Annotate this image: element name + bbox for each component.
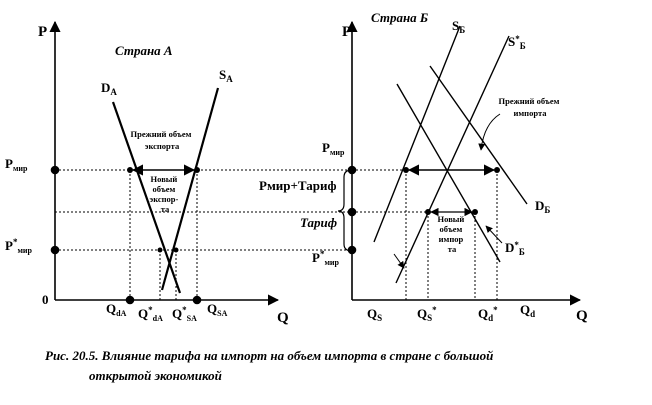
- left-supply-curve: [160, 87, 220, 291]
- left-title: Страна А: [115, 43, 173, 58]
- right-demand-curve: [429, 65, 528, 205]
- right-supply-pworld-point: [403, 167, 409, 173]
- right-pworld-new-axis-point: [347, 245, 357, 255]
- left-pworld-label: Pмир: [5, 156, 28, 173]
- left-qsa-label: QSA: [207, 301, 228, 318]
- right-pworld-new-label: P*мир: [312, 249, 340, 267]
- right-old-import-pointer: [478, 113, 501, 151]
- right-demand-label: DБ: [535, 198, 550, 215]
- left-old-export-note: Прежний объем экспорта: [130, 129, 193, 151]
- right-supply-new-label: S*Б: [508, 34, 526, 51]
- left-qda-axis-point: [125, 295, 135, 305]
- right-demand-new-pointer: [485, 225, 503, 244]
- right-tariff-axis-point: [347, 207, 357, 217]
- left-demand-new-point: [157, 247, 163, 253]
- figure-caption-line2: открытой экономикой: [89, 368, 222, 383]
- right-supply-curve: [373, 25, 461, 243]
- left-panel: P Q 0 Страна А DA SA Pмир P*мир QdA: [5, 20, 289, 326]
- left-demand-label: DA: [101, 80, 117, 97]
- left-demand-pworld-point: [127, 167, 133, 173]
- left-demand-curve: [111, 101, 182, 294]
- right-old-import-note: Прежний объем импорта: [498, 96, 561, 118]
- right-q-axis-label: Q: [576, 308, 588, 324]
- left-qda-new-label: Q*dA: [138, 305, 163, 323]
- middle-labels: Pмир+Тариф Тариф: [55, 169, 353, 252]
- left-origin-label: 0: [42, 292, 49, 307]
- left-qsa-new-label: Q*SA: [172, 305, 197, 323]
- left-qda-label: QdA: [106, 301, 127, 318]
- right-title: Страна Б: [371, 10, 428, 25]
- figure-caption-line1: Рис. 20.5. Влияние тарифа на импорт на о…: [45, 348, 493, 363]
- right-supply-new-curve: [395, 35, 510, 284]
- price-plus-tariff-label: Pмир+Тариф: [259, 178, 337, 193]
- left-qsa-axis-point: [192, 295, 202, 305]
- right-panel: P Q Страна Б SБ S*Б DБ D*: [312, 10, 588, 324]
- left-pworld-new-label: P*мир: [5, 237, 33, 255]
- left-q-axis-label: Q: [277, 310, 289, 326]
- left-pworld-new-axis-point: [50, 245, 60, 255]
- right-qs-pointer: [393, 253, 405, 269]
- right-qs-label: QS: [367, 306, 382, 323]
- right-demand-pworld-point: [494, 167, 500, 173]
- left-supply-label: SA: [219, 67, 233, 84]
- left-new-export-note: Новый объем экспор- та: [150, 174, 181, 214]
- right-pworld-label: Pмир: [322, 140, 345, 157]
- right-supply-tariff-point: [425, 209, 431, 215]
- right-demand-tariff-point: [472, 209, 478, 215]
- right-pworld-axis-point: [347, 165, 357, 175]
- left-p-axis-label: P: [38, 24, 47, 40]
- right-qd-label: Qd: [520, 302, 535, 319]
- right-qd-new-label: Qd*: [478, 305, 498, 323]
- right-qs-new-label: QS*: [417, 305, 437, 323]
- right-supply-label: SБ: [452, 18, 465, 35]
- tariff-brace: [337, 169, 353, 252]
- tariff-label: Тариф: [300, 215, 337, 230]
- right-p-axis-label: P: [342, 24, 351, 40]
- right-new-import-note: Новый объем импор та: [438, 214, 467, 254]
- left-pworld-axis-point: [50, 165, 60, 175]
- right-demand-new-label: D*Б: [505, 240, 525, 257]
